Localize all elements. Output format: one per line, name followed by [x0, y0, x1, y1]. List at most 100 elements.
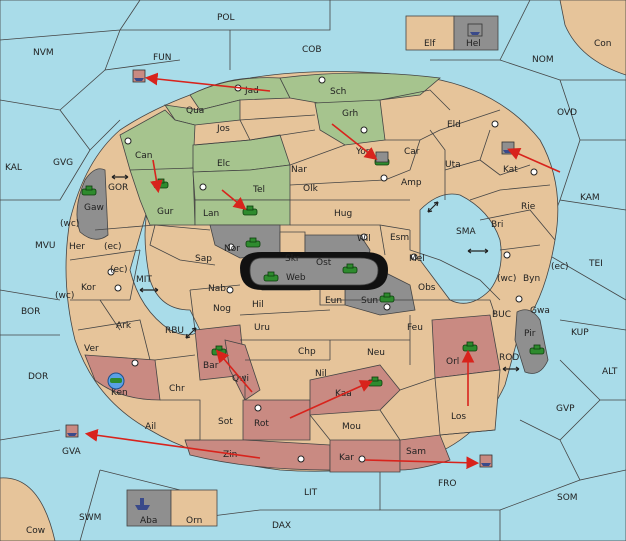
label-kam: KAM	[580, 193, 600, 203]
label-feu: Feu	[407, 323, 423, 333]
label-jos: Jos	[216, 124, 230, 134]
label-can: Can	[135, 151, 153, 161]
label-uru: Uru	[254, 323, 270, 333]
label-gwa: Gwa	[530, 306, 550, 316]
label-som: SOM	[557, 493, 578, 503]
fleet-yor[interactable]	[375, 151, 389, 163]
label-gur: Gur	[157, 207, 174, 217]
label-mel: Mel	[409, 254, 425, 264]
coast-byn-ec: (ec)	[551, 262, 569, 272]
label-sch: Sch	[330, 87, 346, 97]
coast-markers: (wc) (ec) (ec) (wc) (wc) (ec)	[55, 219, 569, 301]
label-skr: Skr	[285, 254, 300, 264]
label-web: Web	[286, 273, 306, 283]
label-mou: Mou	[342, 422, 361, 432]
label-rod: ROD	[499, 353, 519, 363]
label-alt: ALT	[602, 367, 618, 377]
fleet-hel[interactable]	[467, 23, 483, 37]
label-ost: Ost	[316, 258, 332, 268]
region-grh[interactable]	[314, 99, 386, 146]
label-buc: BUC	[492, 310, 511, 320]
lagoon-smal	[419, 193, 502, 304]
army-sun[interactable]	[379, 292, 395, 303]
label-kor: Kor	[81, 283, 96, 293]
label-byn: Byn	[523, 274, 540, 284]
label-obs: Obs	[418, 283, 436, 293]
fleet-gva[interactable]	[65, 424, 79, 438]
label-chp: Chp	[298, 347, 316, 357]
fleet-kat[interactable]	[501, 141, 515, 155]
region-gur[interactable]	[129, 167, 196, 226]
label-car: Car	[404, 147, 420, 157]
label-swm: SWM	[79, 513, 101, 523]
label-zin: Zin	[223, 450, 237, 460]
land-labels: Jad Sch Qua Jos Grh Can Elc Nar Yor Car …	[69, 86, 550, 463]
label-ark: Ark	[116, 321, 132, 331]
label-cob: COB	[302, 45, 322, 55]
coast-kor-wc: (wc)	[55, 291, 74, 301]
label-los: Los	[451, 412, 466, 422]
label-kal: KAL	[5, 163, 22, 173]
label-pol: POL	[217, 13, 235, 23]
fleet-fro[interactable]	[479, 454, 493, 468]
region-gaw[interactable]	[76, 168, 109, 240]
label-dor: DOR	[28, 372, 48, 382]
army-web[interactable]	[263, 271, 279, 282]
label-tel: Tel	[252, 185, 265, 195]
label-mit: MIT	[136, 275, 152, 285]
label-gva: GVA	[62, 447, 82, 457]
army-pir[interactable]	[529, 344, 545, 355]
label-jad: Jad	[244, 86, 259, 96]
region-kar[interactable]	[329, 439, 401, 473]
label-her: Her	[69, 242, 85, 252]
label-elf: Elf	[424, 39, 436, 49]
label-pir: Pir	[524, 329, 536, 339]
label-hel: Hel	[466, 39, 481, 49]
label-fun: FUN	[153, 53, 172, 63]
label-sot: Sot	[218, 417, 233, 427]
label-elc: Elc	[217, 159, 230, 169]
label-ken: Ken	[111, 388, 128, 398]
region-pir[interactable]	[514, 309, 549, 374]
label-esm: Esm	[390, 233, 409, 243]
region-lan[interactable]	[194, 199, 291, 226]
box-elf[interactable]	[405, 15, 455, 51]
supply-centers	[107, 76, 538, 463]
label-sap: Sap	[195, 254, 212, 264]
label-ail: Ail	[145, 422, 156, 432]
label-con: Con	[594, 39, 612, 49]
coast-kor-ec: (ec)	[110, 265, 128, 275]
label-lit: LIT	[304, 488, 318, 498]
army-ost[interactable]	[342, 263, 358, 274]
region-web-inner[interactable]	[249, 257, 379, 286]
coast-byn-wc: (wc)	[497, 274, 516, 284]
label-gvg: GVG	[53, 158, 73, 168]
label-sma: SMA	[456, 227, 476, 237]
label-hil: Hil	[252, 300, 264, 310]
label-eld: Eld	[447, 120, 461, 130]
label-yor: Yor	[355, 147, 370, 157]
army-gaw[interactable]	[81, 185, 97, 196]
label-bar: Bar	[203, 361, 219, 371]
label-grh: Grh	[342, 109, 358, 119]
label-wil: Wil	[357, 234, 371, 244]
army-nor[interactable]	[245, 237, 261, 248]
label-kat: Kat	[503, 165, 518, 175]
label-dax: DAX	[272, 521, 291, 531]
box-orn[interactable]	[170, 489, 218, 527]
label-olk: Olk	[303, 184, 319, 194]
label-orn: Orn	[186, 516, 202, 526]
label-tei: TEI	[588, 259, 603, 269]
lagoon-mit	[129, 199, 201, 336]
fleet-aba[interactable]	[135, 498, 150, 510]
label-hug: Hug	[334, 209, 352, 219]
box-hel[interactable]	[453, 15, 499, 51]
army-lan[interactable]	[242, 205, 258, 216]
fleet-fun[interactable]	[132, 69, 146, 83]
label-gor: GOR	[108, 183, 128, 193]
label-ver: Ver	[84, 344, 99, 354]
label-neu: Neu	[367, 348, 385, 358]
label-sun: Sun	[361, 296, 378, 306]
label-nom: NOM	[532, 55, 554, 65]
unit-ken-disc[interactable]	[107, 372, 125, 390]
